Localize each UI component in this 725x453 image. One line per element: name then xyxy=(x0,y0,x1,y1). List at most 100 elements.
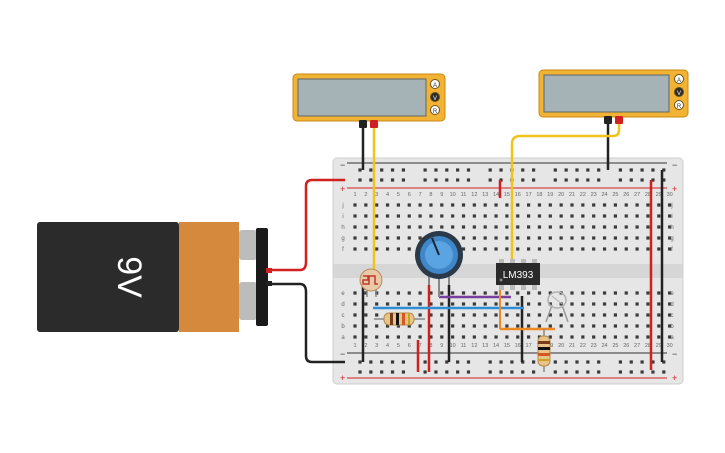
breadboard-hole[interactable] xyxy=(429,302,433,306)
breadboard-hole[interactable] xyxy=(548,247,552,251)
breadboard-hole[interactable] xyxy=(451,324,455,328)
breadboard-hole[interactable] xyxy=(364,302,368,306)
breadboard-hole[interactable] xyxy=(440,225,444,229)
breadboard-hole[interactable] xyxy=(494,291,498,295)
multimeter-2-v-jack[interactable] xyxy=(615,116,623,124)
breadboard-hole[interactable] xyxy=(516,313,520,317)
breadboard-hole[interactable] xyxy=(472,324,476,328)
breadboard-hole[interactable] xyxy=(407,335,411,339)
breadboard-hole[interactable] xyxy=(451,225,455,229)
breadboard-hole[interactable] xyxy=(429,203,433,207)
breadboard-hole[interactable] xyxy=(483,313,487,317)
breadboard-hole[interactable] xyxy=(385,247,390,251)
breadboard-hole[interactable] xyxy=(553,168,557,172)
breadboard-hole[interactable] xyxy=(499,360,503,364)
breadboard-hole[interactable] xyxy=(418,214,422,218)
breadboard-hole[interactable] xyxy=(624,335,628,339)
breadboard-hole[interactable] xyxy=(375,203,379,207)
breadboard-hole[interactable] xyxy=(657,247,661,251)
breadboard-hole[interactable] xyxy=(375,335,379,339)
breadboard-hole[interactable] xyxy=(624,203,628,207)
breadboard-hole[interactable] xyxy=(527,203,531,207)
breadboard-hole[interactable] xyxy=(516,203,520,207)
breadboard-hole[interactable] xyxy=(602,302,607,306)
multimeter-2-volt-button[interactable] xyxy=(674,87,684,97)
breadboard-hole[interactable] xyxy=(364,324,368,328)
breadboard-hole[interactable] xyxy=(602,335,607,339)
battery-negative-wire[interactable] xyxy=(270,282,345,364)
breadboard-hole[interactable] xyxy=(461,302,466,306)
breadboard-hole[interactable] xyxy=(553,178,557,182)
breadboard-hole[interactable] xyxy=(646,313,650,317)
breadboard-hole[interactable] xyxy=(521,370,525,374)
breadboard-hole[interactable] xyxy=(586,370,590,374)
breadboard-hole[interactable] xyxy=(532,370,536,374)
breadboard-hole[interactable] xyxy=(629,370,633,374)
breadboard-hole[interactable] xyxy=(494,225,498,229)
breadboard-hole[interactable] xyxy=(537,203,542,207)
breadboard-hole[interactable] xyxy=(429,324,433,328)
breadboard-hole[interactable] xyxy=(461,236,466,240)
breadboard-hole[interactable] xyxy=(353,247,357,251)
breadboard-hole[interactable] xyxy=(505,302,509,306)
breadboard-hole[interactable] xyxy=(429,214,433,218)
breadboard-hole[interactable] xyxy=(407,225,411,229)
breadboard-hole[interactable] xyxy=(451,302,455,306)
breadboard-hole[interactable] xyxy=(575,370,579,374)
breadboard-hole[interactable] xyxy=(418,335,422,339)
breadboard-hole[interactable] xyxy=(613,313,617,317)
breadboard-hole[interactable] xyxy=(466,370,471,374)
breadboard-hole[interactable] xyxy=(581,214,585,218)
breadboard-hole[interactable] xyxy=(640,360,644,364)
breadboard-hole[interactable] xyxy=(564,360,568,364)
breadboard-hole[interactable] xyxy=(483,324,487,328)
breadboard-hole[interactable] xyxy=(505,214,509,218)
breadboard-hole[interactable] xyxy=(592,214,596,218)
breadboard-hole[interactable] xyxy=(537,324,542,328)
breadboard-hole[interactable] xyxy=(407,324,411,328)
breadboard-hole[interactable] xyxy=(602,247,607,251)
breadboard-hole[interactable] xyxy=(461,214,466,218)
breadboard-hole[interactable] xyxy=(369,168,373,172)
breadboard-hole[interactable] xyxy=(559,313,563,317)
breadboard-hole[interactable] xyxy=(532,168,536,172)
breadboard-hole[interactable] xyxy=(635,214,639,218)
breadboard-hole[interactable] xyxy=(548,302,552,306)
breadboard-hole[interactable] xyxy=(364,236,368,240)
breadboard-hole[interactable] xyxy=(385,291,390,295)
breadboard-hole[interactable] xyxy=(423,168,427,172)
breadboard-hole[interactable] xyxy=(635,313,639,317)
breadboard-hole[interactable] xyxy=(385,324,390,328)
breadboard-hole[interactable] xyxy=(461,313,466,317)
breadboard-hole[interactable] xyxy=(527,324,531,328)
breadboard-hole[interactable] xyxy=(527,236,531,240)
breadboard-hole[interactable] xyxy=(657,203,661,207)
breadboard-hole[interactable] xyxy=(516,225,520,229)
breadboard-hole[interactable] xyxy=(494,214,498,218)
breadboard-hole[interactable] xyxy=(380,360,384,364)
breadboard-hole[interactable] xyxy=(418,291,422,295)
breadboard-hole[interactable] xyxy=(375,225,379,229)
breadboard-hole[interactable] xyxy=(553,370,557,374)
breadboard-hole[interactable] xyxy=(527,291,531,295)
breadboard-hole[interactable] xyxy=(396,225,400,229)
breadboard-hole[interactable] xyxy=(385,302,390,306)
breadboard-hole[interactable] xyxy=(662,370,666,374)
breadboard-hole[interactable] xyxy=(548,214,552,218)
breadboard-hole[interactable] xyxy=(445,370,449,374)
breadboard-hole[interactable] xyxy=(516,324,520,328)
breadboard-hole[interactable] xyxy=(548,324,552,328)
breadboard-hole[interactable] xyxy=(375,214,379,218)
breadboard-hole[interactable] xyxy=(668,335,672,339)
breadboard-hole[interactable] xyxy=(657,291,661,295)
breadboard-hole[interactable] xyxy=(646,335,650,339)
breadboard-hole[interactable] xyxy=(570,324,574,328)
breadboard-hole[interactable] xyxy=(657,236,661,240)
breadboard-hole[interactable] xyxy=(613,291,617,295)
breadboard-hole[interactable] xyxy=(483,225,487,229)
breadboard-hole[interactable] xyxy=(494,324,498,328)
breadboard-hole[interactable] xyxy=(581,313,585,317)
breadboard-hole[interactable] xyxy=(662,360,666,364)
breadboard-hole[interactable] xyxy=(396,291,400,295)
breadboard-hole[interactable] xyxy=(570,247,574,251)
